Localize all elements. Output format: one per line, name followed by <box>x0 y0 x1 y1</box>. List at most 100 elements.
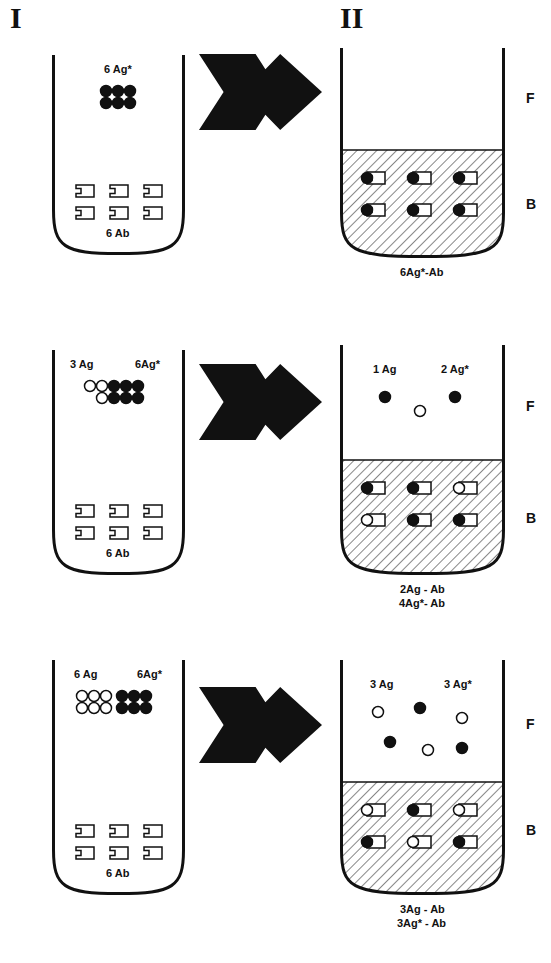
antigen-dot <box>362 205 373 216</box>
bound-fraction-hatch <box>340 782 505 895</box>
reaction-arrow <box>199 364 322 440</box>
antibody <box>76 527 94 539</box>
fraction-label: B <box>526 822 536 838</box>
antibody <box>76 185 94 197</box>
antibody <box>110 185 128 197</box>
tube-outline <box>340 345 505 575</box>
antigen-dot <box>109 381 120 392</box>
antigen-dot <box>101 691 112 702</box>
quantity-label: 6Ag*-Ab <box>400 266 443 279</box>
antigen-dot <box>101 703 112 714</box>
antigen-dot <box>408 173 419 184</box>
antigen-dot <box>101 86 112 97</box>
quantity-label: 6 Ab <box>106 547 129 560</box>
antigen-dot <box>109 393 120 404</box>
antigen-dot <box>133 393 144 404</box>
quantity-label: 3 Ag <box>370 678 393 691</box>
antigen-dot <box>77 703 88 714</box>
antigen-dot <box>457 743 468 754</box>
antibody <box>144 825 162 837</box>
antigen-dot <box>89 691 100 702</box>
tube-outline <box>52 660 185 895</box>
antigen-dot <box>113 86 124 97</box>
antigen-dot <box>362 515 373 526</box>
antigen-dot <box>113 98 124 109</box>
quantity-label: 1 Ag <box>373 363 396 376</box>
test-tube: 6 Ag*6 Ab <box>52 55 185 255</box>
antigen-dot <box>97 381 108 392</box>
antibody <box>144 527 162 539</box>
antibody <box>110 527 128 539</box>
antigen-dot <box>454 173 465 184</box>
antigen-dot <box>408 205 419 216</box>
antigen-dot <box>457 713 468 724</box>
antigen-dot <box>121 381 132 392</box>
quantity-label: 2Ag - Ab <box>400 583 445 596</box>
antigen-dot <box>362 173 373 184</box>
antigen-dot <box>129 703 140 714</box>
fraction-label: F <box>526 90 535 106</box>
antigen-dot <box>415 703 426 714</box>
reaction-arrow <box>199 687 322 763</box>
test-tube: 6 Ag 6Ag* 6 Ab <box>52 660 185 895</box>
quantity-label: 6Ag* <box>135 358 160 371</box>
antigen-dot <box>117 703 128 714</box>
antigen-dot <box>85 381 96 392</box>
antigen-dot <box>454 837 465 848</box>
panel-label: II <box>340 2 363 34</box>
quantity-label: 4Ag*- Ab <box>399 597 445 610</box>
antigen-dot <box>408 515 419 526</box>
antigen-dot <box>380 392 391 403</box>
tube-outline <box>340 48 505 258</box>
bound-fraction-hatch <box>340 460 505 575</box>
quantity-label: 6 Ag* <box>104 63 132 76</box>
antigen-dot <box>408 805 419 816</box>
quantity-label: 6 Ag <box>74 668 97 681</box>
antigen-dot <box>373 707 384 718</box>
antibody <box>144 185 162 197</box>
antigen-dot <box>125 86 136 97</box>
antigen-dot <box>450 392 461 403</box>
antigen-dot <box>117 691 128 702</box>
tube-outline <box>340 660 505 895</box>
quantity-label: 6 Ab <box>106 867 129 880</box>
fraction-label: F <box>526 398 535 414</box>
antibody <box>110 825 128 837</box>
antigen-dot <box>121 393 132 404</box>
antibody <box>144 847 162 859</box>
antigen-dot <box>101 98 112 109</box>
quantity-label: 3 Ag* <box>444 678 472 691</box>
panel-label: I <box>10 2 22 34</box>
antigen-dot <box>133 381 144 392</box>
tube-outline <box>52 55 185 255</box>
antigen-dot <box>423 745 434 756</box>
antigen-dot <box>129 691 140 702</box>
test-tube: 3 Ag6Ag*6 Ab <box>52 350 185 575</box>
antigen-dot <box>97 393 108 404</box>
antigen-dot <box>362 837 373 848</box>
antigen-dot <box>454 483 465 494</box>
antigen-dot <box>89 703 100 714</box>
antigen-dot <box>125 98 136 109</box>
antigen-dot <box>362 805 373 816</box>
fraction-label: F <box>526 716 535 732</box>
antigen-dot <box>415 406 426 417</box>
antibody <box>110 505 128 517</box>
antigen-dot <box>141 703 152 714</box>
antigen-dot <box>454 805 465 816</box>
antibody <box>76 825 94 837</box>
antibody <box>76 207 94 219</box>
antibody <box>110 207 128 219</box>
antigen-dot <box>77 691 88 702</box>
antigen-dot <box>362 483 373 494</box>
antibody <box>144 505 162 517</box>
antigen-dot <box>408 837 419 848</box>
antigen-dot <box>408 483 419 494</box>
antibody <box>144 207 162 219</box>
quantity-label: 3Ag* - Ab <box>397 917 446 930</box>
antibody <box>76 505 94 517</box>
test-tube: 6Ag*-Ab <box>340 48 505 258</box>
quantity-label: 6Ag* <box>137 668 162 681</box>
antigen-dot <box>454 205 465 216</box>
test-tube: 3 Ag3 Ag*3Ag - Ab3Ag* - Ab <box>340 660 505 895</box>
